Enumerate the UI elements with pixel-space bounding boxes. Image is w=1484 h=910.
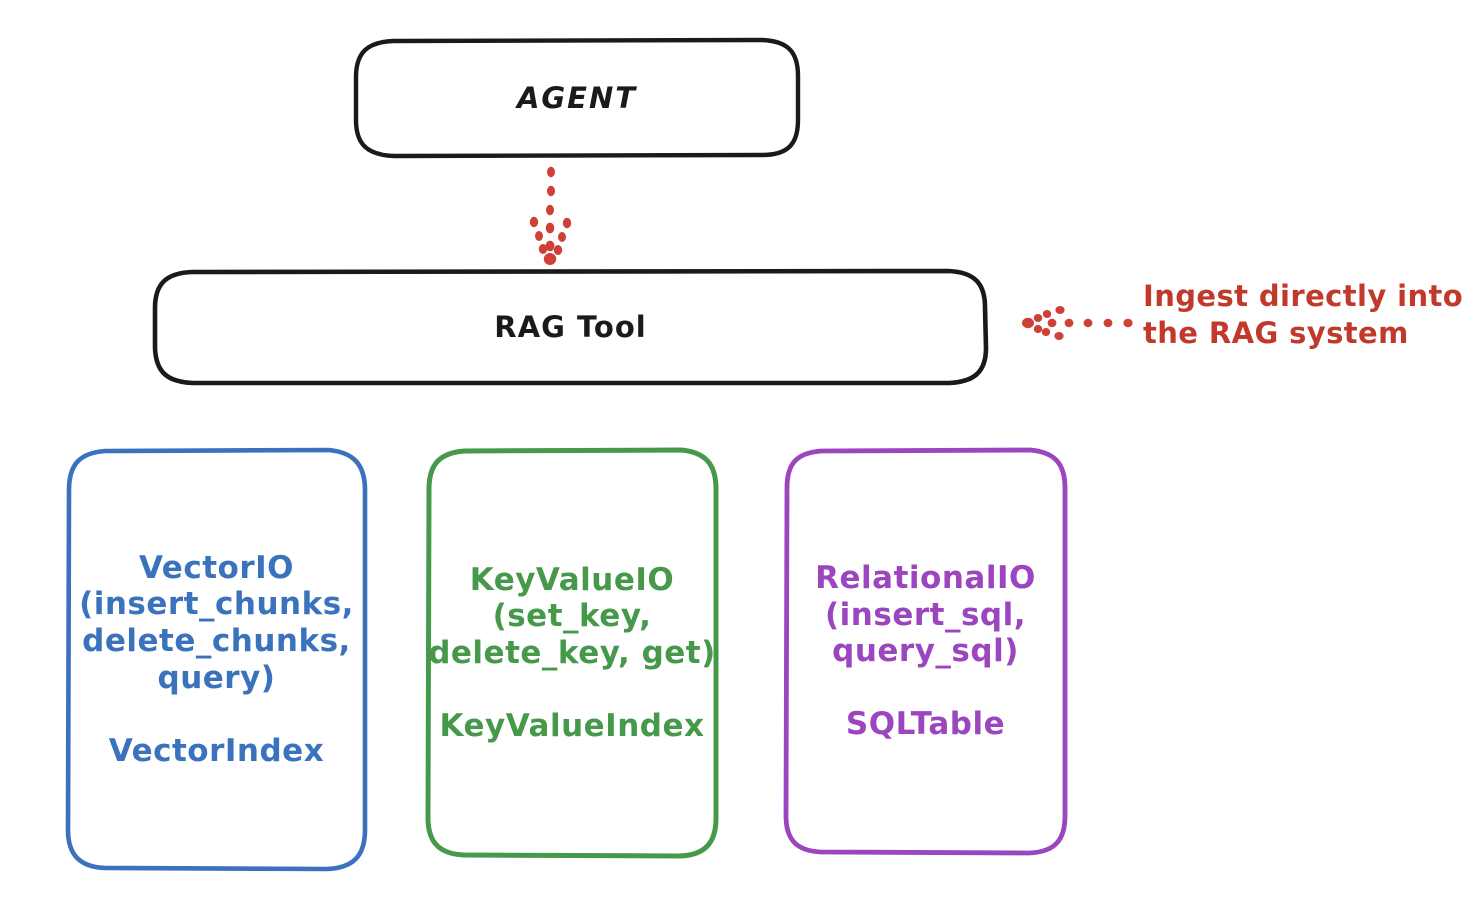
rag-tool-box-outline [152, 268, 989, 386]
key-value-io-node[interactable]: KeyValueIO (set_key, delete_key, get) Ke… [428, 450, 716, 856]
agent-to-rag-tool-arrow [529, 166, 572, 265]
vector-io-node-label: VectorIO (insert_chunks, delete_chunks, … [79, 549, 354, 769]
ingest-annotation-label: Ingest directly into the RAG system [1143, 279, 1464, 351]
relational-io-node-label: RelationalIO (insert_sql, query_sql) SQL… [815, 560, 1036, 743]
agent-box-outline [353, 37, 801, 159]
agent-node-label: AGENT [516, 80, 638, 115]
key-value-io-box-outline [425, 447, 719, 859]
vector-io-node[interactable]: VectorIO (insert_chunks, delete_chunks, … [68, 450, 365, 869]
rag-tool-node[interactable]: RAG Tool [155, 271, 986, 383]
relational-io-box-outline [783, 447, 1068, 856]
vector-io-box-outline [65, 447, 368, 872]
agent-node[interactable]: AGENT [355, 40, 799, 156]
key-value-io-node-label: KeyValueIO (set_key, delete_key, get) Ke… [428, 561, 716, 744]
ingest-annotation-arrow [1022, 306, 1133, 340]
relational-io-node[interactable]: RelationalIO (insert_sql, query_sql) SQL… [786, 450, 1065, 853]
rag-tool-node-label: RAG Tool [494, 309, 647, 344]
